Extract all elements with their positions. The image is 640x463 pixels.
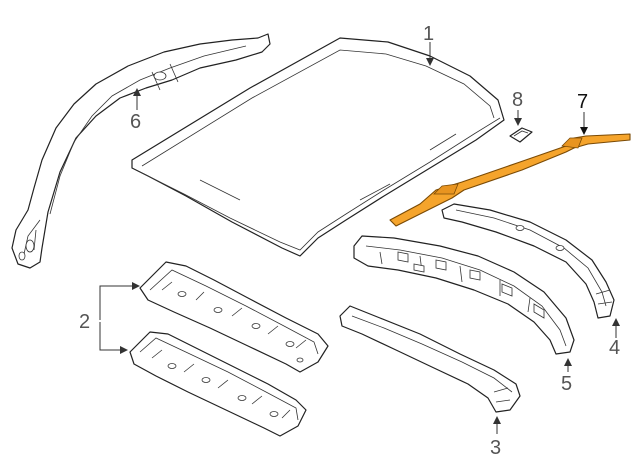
callout-4: 4 xyxy=(609,337,620,359)
part-3-inner-rail[interactable] xyxy=(339,305,521,413)
callout-1: 1 xyxy=(423,23,434,45)
part-2-front-header[interactable] xyxy=(139,261,329,373)
callout-2: 2 xyxy=(79,311,90,333)
part-6-pillar[interactable] xyxy=(11,33,271,269)
callout-8: 8 xyxy=(512,89,523,111)
callout-6: 6 xyxy=(130,111,141,133)
part-5-rail-reinforcement[interactable] xyxy=(353,235,575,355)
part-4-roof-rail[interactable] xyxy=(441,203,615,319)
callout-labels: 1 6 8 7 2 4 5 3 xyxy=(79,23,620,459)
part-8-clip[interactable] xyxy=(509,127,533,143)
callout-7: 7 xyxy=(577,91,588,113)
callout-3: 3 xyxy=(490,437,501,459)
part-1-roof-panel[interactable] xyxy=(131,37,505,257)
callout-5: 5 xyxy=(561,373,572,395)
leader-lines xyxy=(99,42,620,434)
part-7-roof-molding[interactable] xyxy=(389,133,631,227)
part-2-rear-header[interactable] xyxy=(129,331,307,437)
